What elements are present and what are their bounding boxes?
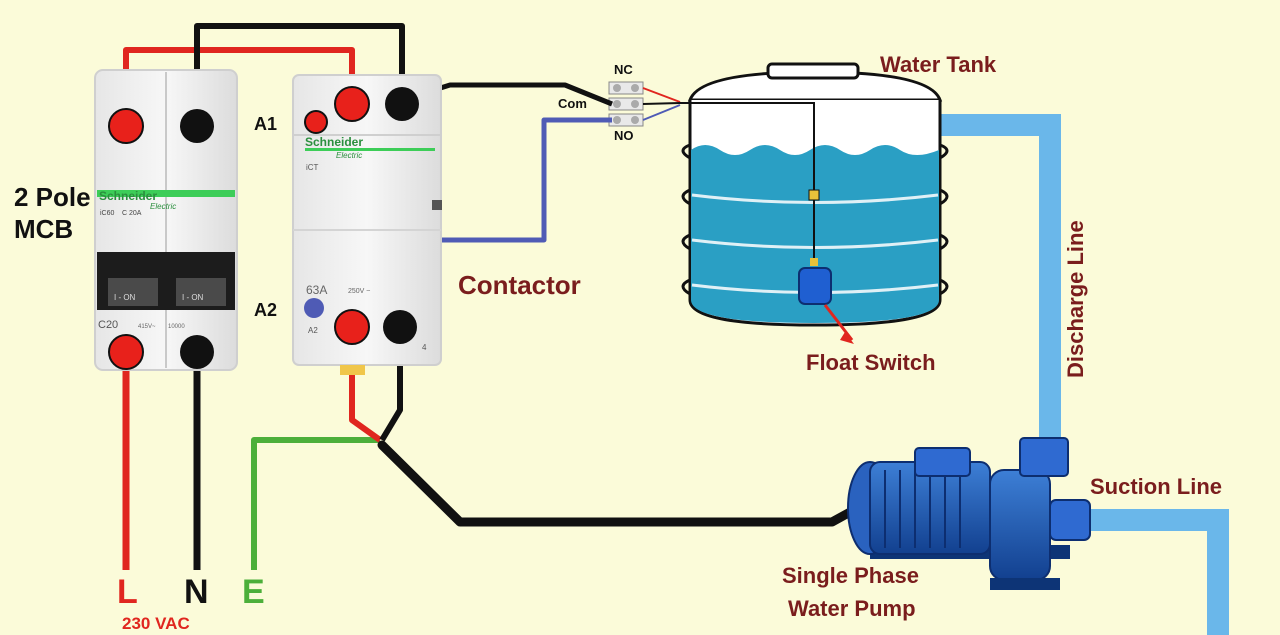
mcb-terminal-live-top <box>108 108 144 144</box>
com-label: Com <box>558 96 587 111</box>
suction-line-label: Suction Line <box>1090 474 1222 499</box>
mcb-c20: C20 <box>98 319 118 331</box>
mcb-volt: 415V~ <box>138 324 156 330</box>
contactor: Schneider Electric iCT 63A 250V ~ A2 4 <box>292 74 442 375</box>
contactor-brand: Schneider <box>305 135 363 149</box>
no-label: NO <box>614 128 634 143</box>
supply-live-label: L <box>117 573 138 611</box>
wire-supply-earth <box>251 437 380 570</box>
contactor-model: iCT <box>306 163 319 172</box>
discharge-pipe <box>940 114 1061 440</box>
float-cable-clip <box>810 258 818 266</box>
contactor-terminal-neutral-in <box>385 87 419 121</box>
float-switch-label: Float Switch <box>806 350 936 375</box>
contactor-t4-marking: 4 <box>422 343 427 352</box>
water-pump <box>847 437 1091 590</box>
mcb-terminal-neutral-bottom <box>180 335 214 369</box>
mcb-label-line1: 2 Pole <box>14 182 91 212</box>
contactor-terminal-a2 <box>304 298 324 318</box>
supply-neutral-label: N <box>184 573 209 611</box>
pump-volute <box>989 469 1051 581</box>
float-cable-weight <box>808 189 820 201</box>
pump-label-line2: Water Pump <box>788 596 916 621</box>
contactor-terminal-live-in <box>334 86 370 122</box>
float-switch-arrow <box>823 304 854 341</box>
nc-label: NC <box>614 62 633 77</box>
contactor-terminal-neutral-out <box>383 310 417 344</box>
terminal-block <box>608 81 644 127</box>
contactor-terminal-live-out <box>334 309 370 345</box>
pump-label-line1: Single Phase <box>782 563 919 588</box>
tank-lid <box>766 62 860 80</box>
mcb-breaking: 10000 <box>168 324 185 330</box>
pump-power-cable <box>377 440 917 527</box>
mcb-model: iC60 <box>100 210 115 217</box>
contactor-label: Contactor <box>458 270 581 300</box>
pump-outlet-flange <box>1019 437 1069 477</box>
contactor-brand-sub: Electric <box>336 151 362 160</box>
contactor-terminal-a1 <box>304 110 328 134</box>
a1-label: A1 <box>254 114 278 134</box>
mcb-on-right: I - ON <box>182 293 204 302</box>
float-switch-cable <box>680 102 815 262</box>
water-tank-label: Water Tank <box>880 52 997 77</box>
mcb-label-line2: MCB <box>14 214 74 244</box>
pump-terminal-box <box>914 447 971 477</box>
contactor-a2-marking: A2 <box>308 326 318 335</box>
mcb-brand: Schneider <box>99 189 157 203</box>
mcb-brand-sub: Electric <box>150 202 176 211</box>
supply-voltage-label: 230 VAC <box>122 614 190 633</box>
float-switch <box>798 267 832 305</box>
contactor-volt: 250V ~ <box>348 288 370 295</box>
mcb-rating: C 20A <box>122 210 142 217</box>
mcb-terminal-neutral-top <box>180 109 214 143</box>
suction-pipe <box>1080 509 1229 635</box>
mcb-terminal-live-bottom <box>108 334 144 370</box>
supply-earth-label: E <box>242 573 265 611</box>
contactor-amps: 63A <box>306 283 327 297</box>
discharge-line-label: Discharge Line <box>1063 220 1088 378</box>
mcb-2-pole: Schneider Electric iC60 C 20A I - ON I -… <box>94 69 238 371</box>
a2-label: A2 <box>254 300 278 320</box>
mcb-on-left: I - ON <box>114 293 136 302</box>
pump-inlet <box>1049 499 1091 541</box>
